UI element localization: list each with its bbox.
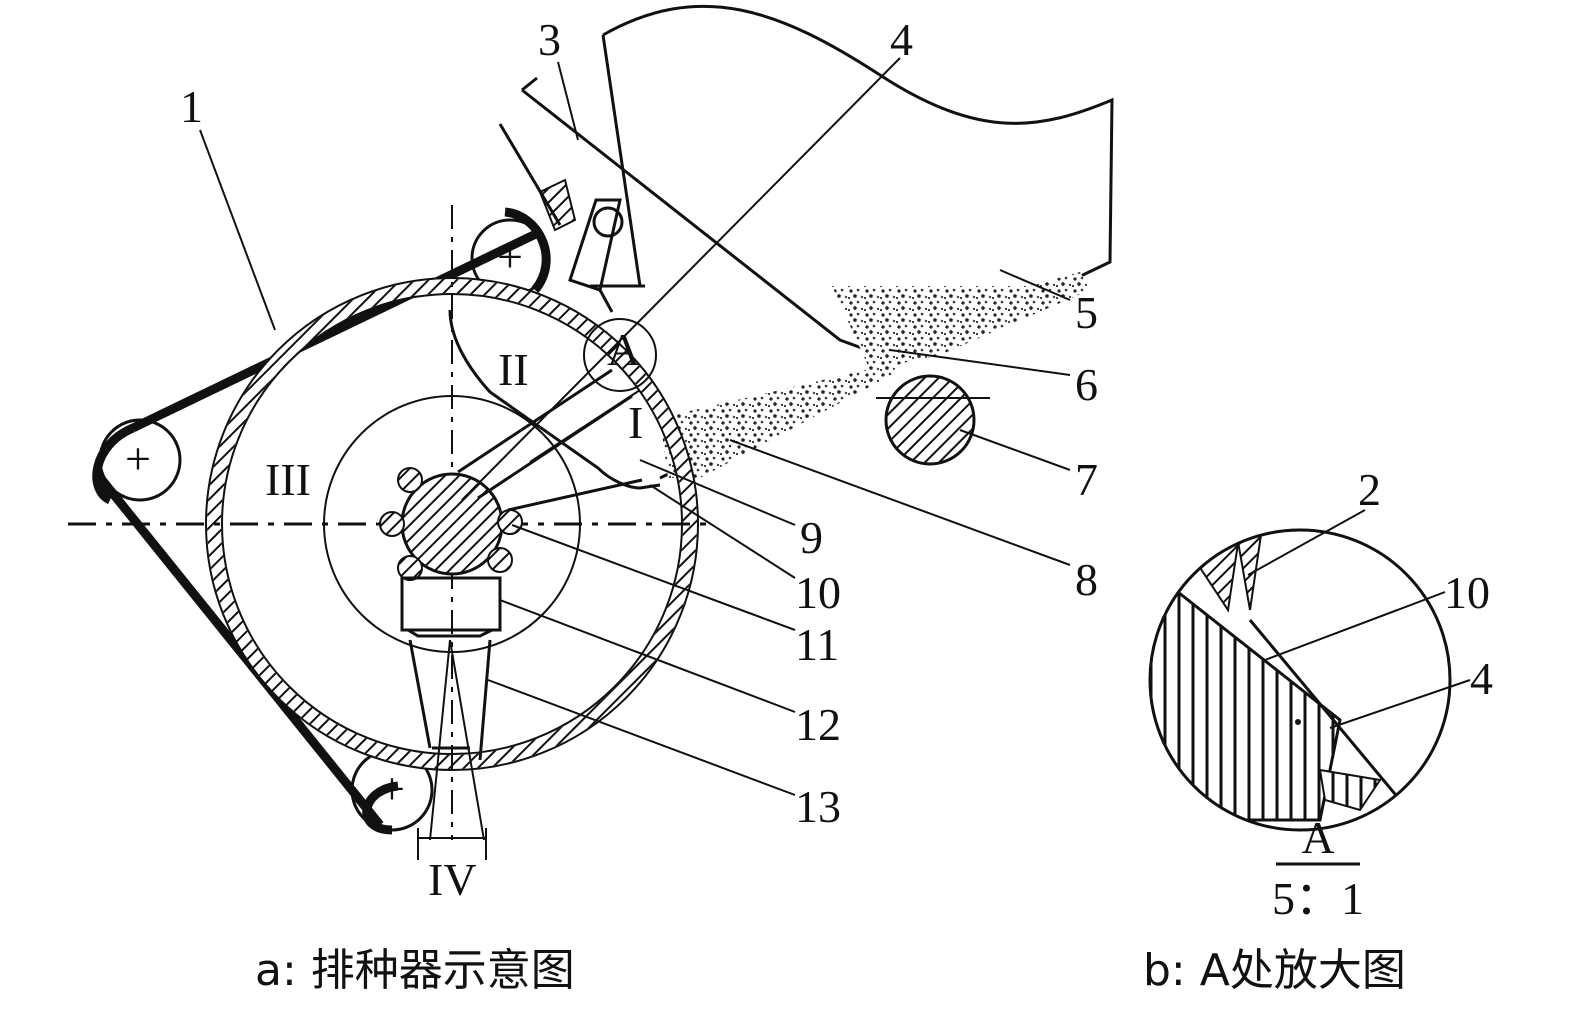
label-1: 1 — [180, 81, 203, 132]
leader-lines — [199, 57, 1071, 796]
caption-a: a: 排种器示意图 — [255, 945, 575, 996]
zone-label-4: IV — [428, 854, 477, 905]
guard-plate — [448, 309, 661, 490]
zone-label-3: III — [265, 454, 311, 505]
diagram-a: + + + — [68, 4, 1114, 996]
seed-mass — [832, 272, 1090, 370]
agitator-roller — [876, 374, 990, 466]
seed-mass-lower — [660, 362, 900, 478]
detail-a-marker-circle — [583, 318, 657, 392]
label-3: 3 — [538, 14, 561, 65]
label-7: 7 — [1075, 454, 1098, 505]
detail-b-circle — [1148, 528, 1452, 832]
label-10: 10 — [795, 567, 841, 618]
label-9: 9 — [800, 512, 823, 563]
suction-channel — [457, 368, 641, 500]
caption-b: b: A处放大图 — [1143, 945, 1406, 996]
central-shaft — [379, 467, 523, 581]
seed-hopper — [521, 4, 1114, 480]
seed-brush — [498, 123, 624, 313]
diagram-b: 2 10 4 A 5：1 b: A处放大图 — [1143, 464, 1493, 996]
pulley-plus-symbol: + — [379, 763, 405, 814]
detail-label-2: 2 — [1358, 464, 1381, 515]
section-letter: A — [1301, 812, 1334, 863]
pulley-plus-symbol: + — [497, 231, 523, 282]
label-11: 11 — [795, 619, 839, 670]
pulley-plus-symbol: + — [125, 433, 151, 484]
zone-label-1: I — [628, 397, 643, 448]
label-4: 4 — [890, 14, 913, 65]
discharge-nozzle — [407, 628, 493, 761]
label-12: 12 — [795, 699, 841, 750]
label-13: 13 — [795, 781, 841, 832]
idler-pulley-left: + — [98, 418, 182, 502]
scale-ratio: 5：1 — [1272, 873, 1364, 924]
detail-label-4: 4 — [1470, 653, 1493, 704]
detail-label-10: 10 — [1444, 567, 1490, 618]
zone-label-2: II — [498, 344, 529, 395]
label-6: 6 — [1075, 359, 1098, 410]
label-5: 5 — [1075, 287, 1098, 338]
valve-block — [400, 576, 502, 632]
label-8: 8 — [1075, 554, 1098, 605]
